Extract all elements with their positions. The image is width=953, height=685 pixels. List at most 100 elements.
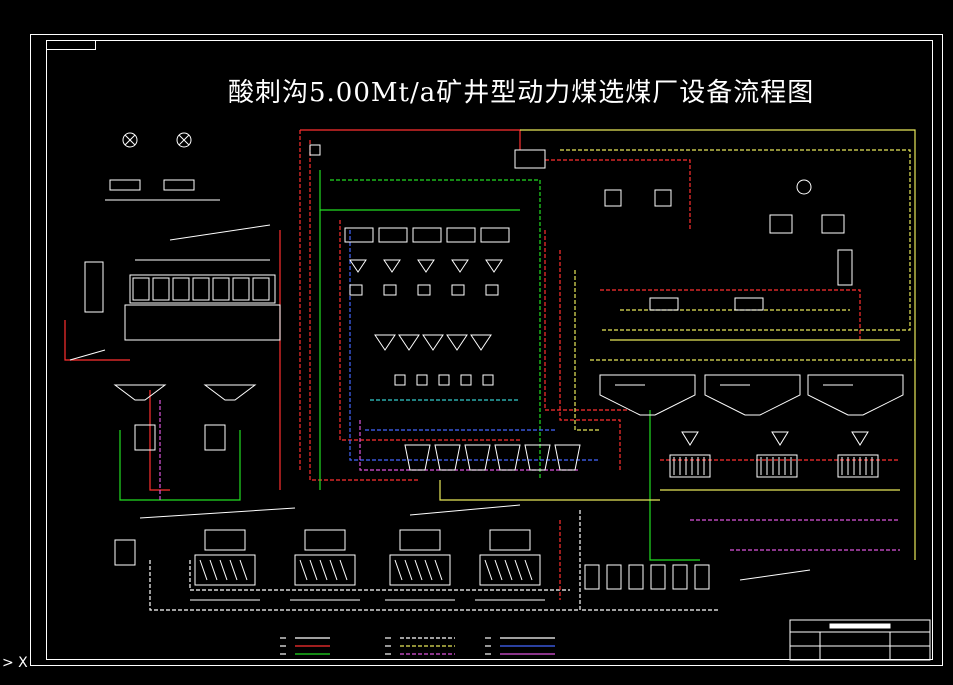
screen-cell bbox=[212, 277, 230, 301]
product-bin bbox=[489, 529, 531, 551]
title-block-name-bar bbox=[829, 623, 891, 629]
motor-symbol bbox=[796, 179, 812, 195]
magenta-pipe bbox=[359, 420, 580, 471]
red-pipe bbox=[545, 159, 691, 230]
yellow-pipe bbox=[520, 129, 916, 560]
cyclone bbox=[470, 334, 492, 351]
screw-flight bbox=[339, 559, 348, 581]
screw-flight bbox=[524, 559, 533, 581]
screw-flight bbox=[209, 559, 218, 581]
conveyor bbox=[169, 224, 271, 241]
screen-cell bbox=[132, 277, 150, 301]
cyclone bbox=[851, 431, 869, 446]
flotation-cell bbox=[554, 444, 581, 471]
flotation-cell bbox=[524, 444, 551, 471]
cyclone-group bbox=[480, 227, 510, 243]
screw-feeder bbox=[389, 554, 451, 586]
green-pipe bbox=[649, 410, 700, 561]
screw-flight bbox=[424, 559, 433, 581]
sieve-bend bbox=[203, 384, 257, 401]
title-block-frame bbox=[789, 619, 931, 661]
loading-chute bbox=[606, 564, 622, 590]
cyclone bbox=[681, 431, 699, 446]
product-bin bbox=[204, 529, 246, 551]
red-pipe bbox=[300, 129, 521, 150]
cyclone bbox=[398, 334, 420, 351]
conveyor bbox=[139, 507, 296, 519]
filter-unit bbox=[756, 454, 798, 478]
screw-flight bbox=[319, 559, 328, 581]
cyclone bbox=[451, 259, 469, 273]
pump bbox=[349, 284, 363, 296]
hopper bbox=[604, 189, 622, 207]
flotation-cell bbox=[404, 444, 431, 471]
loading-chute bbox=[650, 564, 666, 590]
thickener bbox=[599, 374, 696, 416]
screw-flight bbox=[414, 559, 423, 581]
conveyor bbox=[409, 504, 521, 516]
hopper bbox=[654, 189, 672, 207]
pump bbox=[485, 284, 499, 296]
drawing-outer-border bbox=[30, 34, 943, 666]
equipment-layer bbox=[69, 132, 904, 601]
cyclone bbox=[771, 431, 789, 446]
pump bbox=[460, 374, 472, 386]
pump bbox=[451, 284, 465, 296]
screw-flight bbox=[329, 559, 338, 581]
loading-chute bbox=[694, 564, 710, 590]
cyclone-group bbox=[378, 227, 408, 243]
pump bbox=[482, 374, 494, 386]
cyclone bbox=[422, 334, 444, 351]
drawing-title: 酸刺沟5.00Mt/a矿井型动力煤选煤厂设备流程图 bbox=[228, 78, 815, 108]
screw-feeder bbox=[294, 554, 356, 586]
cyclone bbox=[446, 334, 468, 351]
drawing-inner-border bbox=[46, 40, 933, 660]
title-block bbox=[789, 619, 931, 661]
agitator-tank bbox=[769, 214, 793, 234]
sieve-bend bbox=[113, 384, 167, 401]
red-pipe bbox=[559, 250, 621, 470]
product-bin bbox=[304, 529, 346, 551]
screw-flight bbox=[484, 559, 493, 581]
centrifuge bbox=[134, 424, 156, 451]
motor-symbol bbox=[176, 132, 192, 148]
motor-symbol bbox=[122, 132, 138, 148]
flotation-cell bbox=[434, 444, 461, 471]
cyclone-group bbox=[344, 227, 374, 243]
motor-cross bbox=[178, 134, 190, 146]
green-pipe bbox=[119, 430, 241, 501]
feeder bbox=[163, 179, 195, 191]
motor-cross bbox=[124, 134, 136, 146]
screen-cell bbox=[152, 277, 170, 301]
green-pipe bbox=[330, 179, 541, 480]
screw-flight bbox=[494, 559, 503, 581]
cyclone bbox=[417, 259, 435, 273]
screw-flight bbox=[229, 559, 238, 581]
line-legend bbox=[280, 637, 555, 655]
screw-flight bbox=[199, 559, 208, 581]
white-pipe bbox=[149, 560, 580, 611]
flotation-cell bbox=[494, 444, 521, 471]
flotation-cell bbox=[464, 444, 491, 471]
drawing-tag-box bbox=[46, 40, 96, 50]
red-pipe bbox=[600, 289, 861, 340]
red-pipe bbox=[64, 320, 130, 361]
filter-press bbox=[734, 297, 764, 311]
screw-flight bbox=[394, 559, 403, 581]
pump bbox=[416, 374, 428, 386]
screw-flight bbox=[404, 559, 413, 581]
yellow-pipe bbox=[439, 480, 660, 501]
screw-flight bbox=[239, 559, 248, 581]
red-pipe bbox=[544, 230, 630, 411]
filter-unit bbox=[837, 454, 879, 478]
screen-bank bbox=[129, 274, 276, 304]
ucs-icon: > X bbox=[2, 655, 28, 671]
feeder bbox=[109, 179, 141, 191]
classifier-bank bbox=[124, 304, 281, 341]
screen-cell bbox=[192, 277, 210, 301]
cyclone bbox=[485, 259, 503, 273]
white-pipe bbox=[579, 510, 720, 611]
white-pipe bbox=[189, 560, 570, 591]
cyclone-group bbox=[412, 227, 442, 243]
